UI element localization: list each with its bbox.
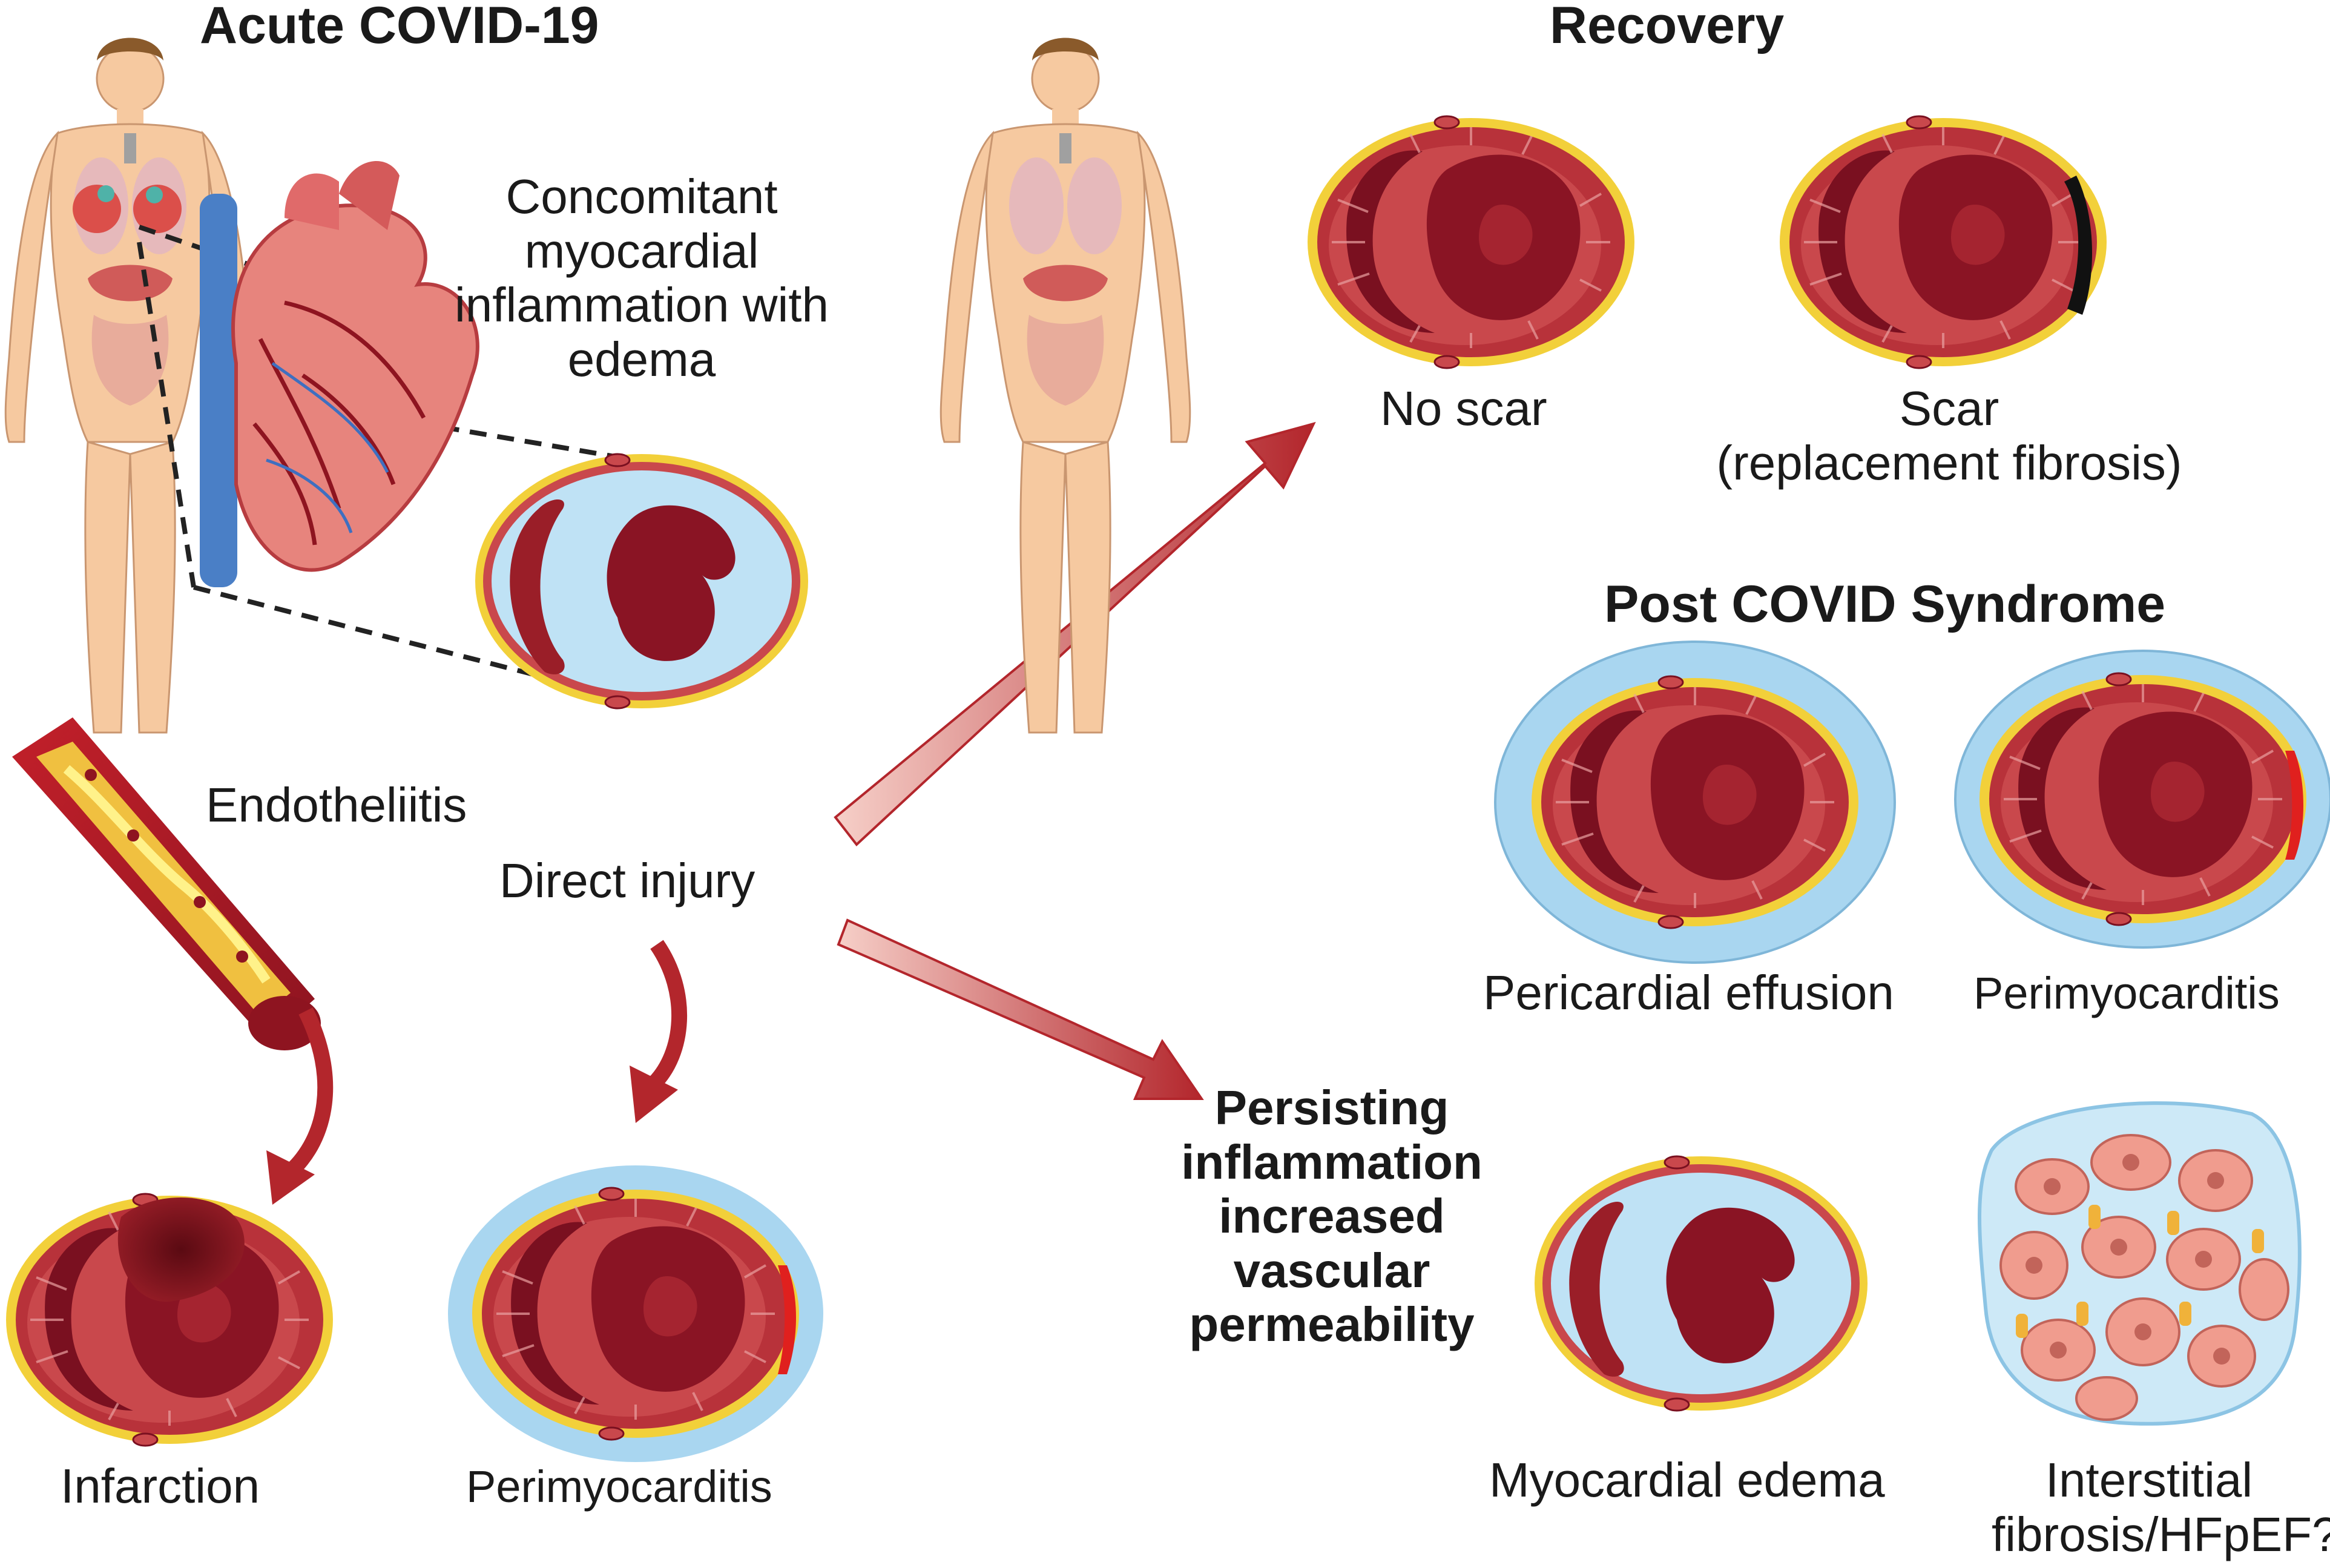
arrow-to-persisting xyxy=(837,918,1204,1100)
label-interstitial-line-1: Interstitial xyxy=(2045,1453,2253,1507)
label-endotheliitis: Endotheliitis xyxy=(206,778,467,832)
curved-arrow-to-infarction xyxy=(266,1007,334,1205)
label-persisting-line-5: permeability xyxy=(1189,1297,1475,1352)
label-no-scar: No scar xyxy=(1380,381,1547,435)
label-interstitial-line-2: fibrosis/HFpEF? xyxy=(1992,1507,2330,1561)
label-persisting-inflammation: Persisting inflammation increased vascul… xyxy=(1144,1081,1519,1352)
label-infarction: Infarction xyxy=(61,1459,260,1513)
label-concomitant-line-4: edema xyxy=(567,332,716,386)
label-direct-injury: Direct injury xyxy=(499,854,755,908)
label-scar-line-1: Scar xyxy=(1899,381,1999,435)
heading-recovery: Recovery xyxy=(1550,0,1785,54)
heading-acute-covid: Acute COVID-19 xyxy=(200,0,599,54)
inflamed-vessel xyxy=(12,717,321,1050)
perimyocarditis-acute-cross-section xyxy=(448,1165,823,1462)
label-pericardial-effusion: Pericardial effusion xyxy=(1483,966,1894,1020)
label-persisting-line-4: vascular xyxy=(1233,1243,1430,1297)
infarction-cross-section xyxy=(5,1193,334,1447)
acute-patient-illustration xyxy=(4,37,256,734)
label-persisting-line-1: Persisting xyxy=(1214,1081,1449,1135)
perimyocarditis-post-cross-section xyxy=(1954,650,2330,949)
curved-arrow-to-perimyocarditis xyxy=(630,940,688,1123)
label-myocardial-edema: Myocardial edema xyxy=(1489,1453,1885,1507)
label-interstitial-fibrosis: Interstitial fibrosis/HFpEF? xyxy=(1992,1453,2330,1561)
scar-cross-section xyxy=(1779,115,2108,369)
label-concomitant-line-1: Concomitant xyxy=(505,170,778,223)
label-perimyocarditis-post: Perimyocarditis xyxy=(1973,968,2280,1018)
label-scar-line-2: (replacement fibrosis) xyxy=(1716,435,2182,490)
label-persisting-line-2: inflammation xyxy=(1181,1135,1483,1189)
label-scar: Scar (replacement fibrosis) xyxy=(1695,381,2203,490)
label-concomitant: Concomitant myocardial inflammation with… xyxy=(436,170,847,386)
myocardial-edema-cross-section xyxy=(1533,1155,1869,1412)
label-perimyocarditis-acute: Perimyocarditis xyxy=(466,1461,772,1512)
heart-illustration xyxy=(200,161,479,587)
pericardial-effusion-cross-section xyxy=(1494,641,1896,964)
interstitial-fibrosis-illustration xyxy=(1978,1101,2302,1426)
no-scar-cross-section xyxy=(1306,115,1636,369)
label-concomitant-line-2: myocardial xyxy=(524,223,759,278)
label-concomitant-line-3: inflammation with xyxy=(454,278,829,332)
acute-edema-cross-section xyxy=(474,453,809,710)
label-persisting-line-3: increased xyxy=(1219,1189,1445,1244)
heading-post-covid: Post COVID Syndrome xyxy=(1604,575,2166,633)
